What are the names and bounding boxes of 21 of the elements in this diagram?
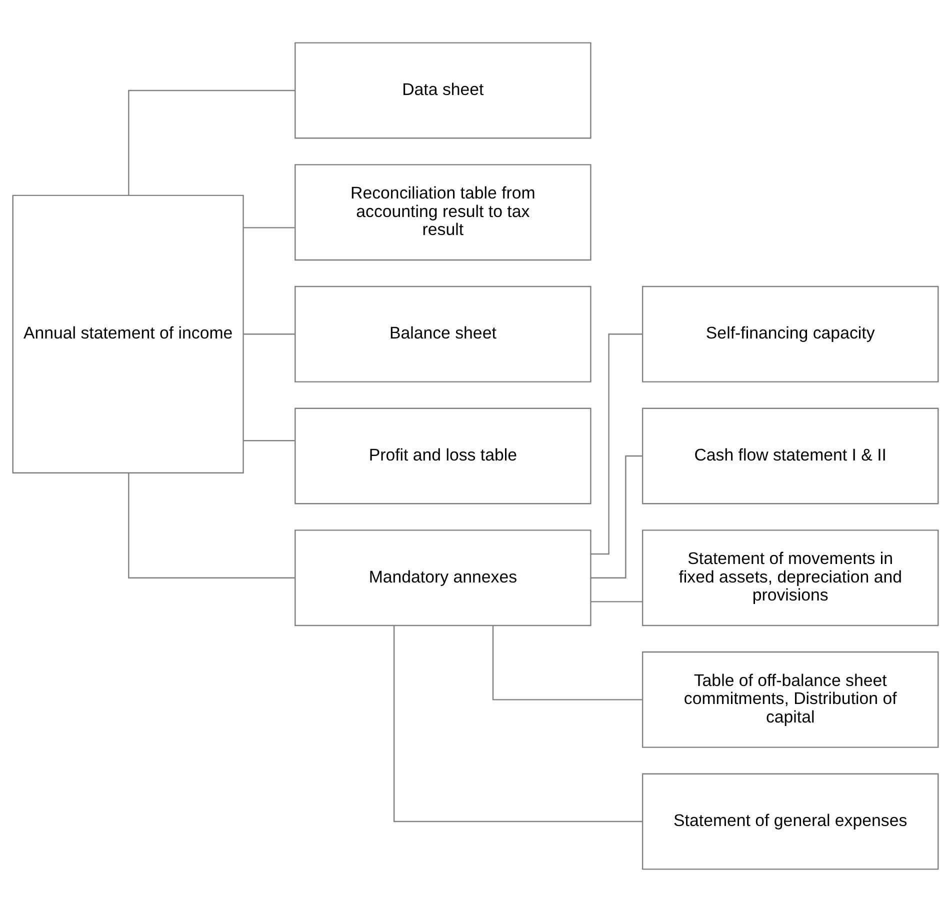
connector [492,626,643,700]
connector [590,601,642,602]
connector [128,90,295,196]
connector [590,334,643,555]
connector [244,334,295,335]
connector [128,473,295,578]
node-box: Statement of general expenses [642,773,939,870]
node-box: Balance sheet [294,286,592,382]
node-box: Profit and loss table [294,408,592,504]
connector [244,440,295,442]
node-box: Statement of movements in fixed assets, depreciation and provisions [642,530,939,626]
node-box: Table of off-balance sheet commitments, Distribution of capital [642,651,939,748]
node-box: Cash flow statement I & II [642,408,939,504]
connector [244,227,295,228]
node-box: Annual statement of income [12,194,244,474]
node-box: Data sheet [294,42,592,139]
node-box: Mandatory annexes [294,530,592,626]
node-box: Reconciliation table from accounting result to tax result [294,164,592,261]
node-box: Self-financing capacity [642,286,939,382]
connector [590,455,642,578]
connector [393,626,642,822]
